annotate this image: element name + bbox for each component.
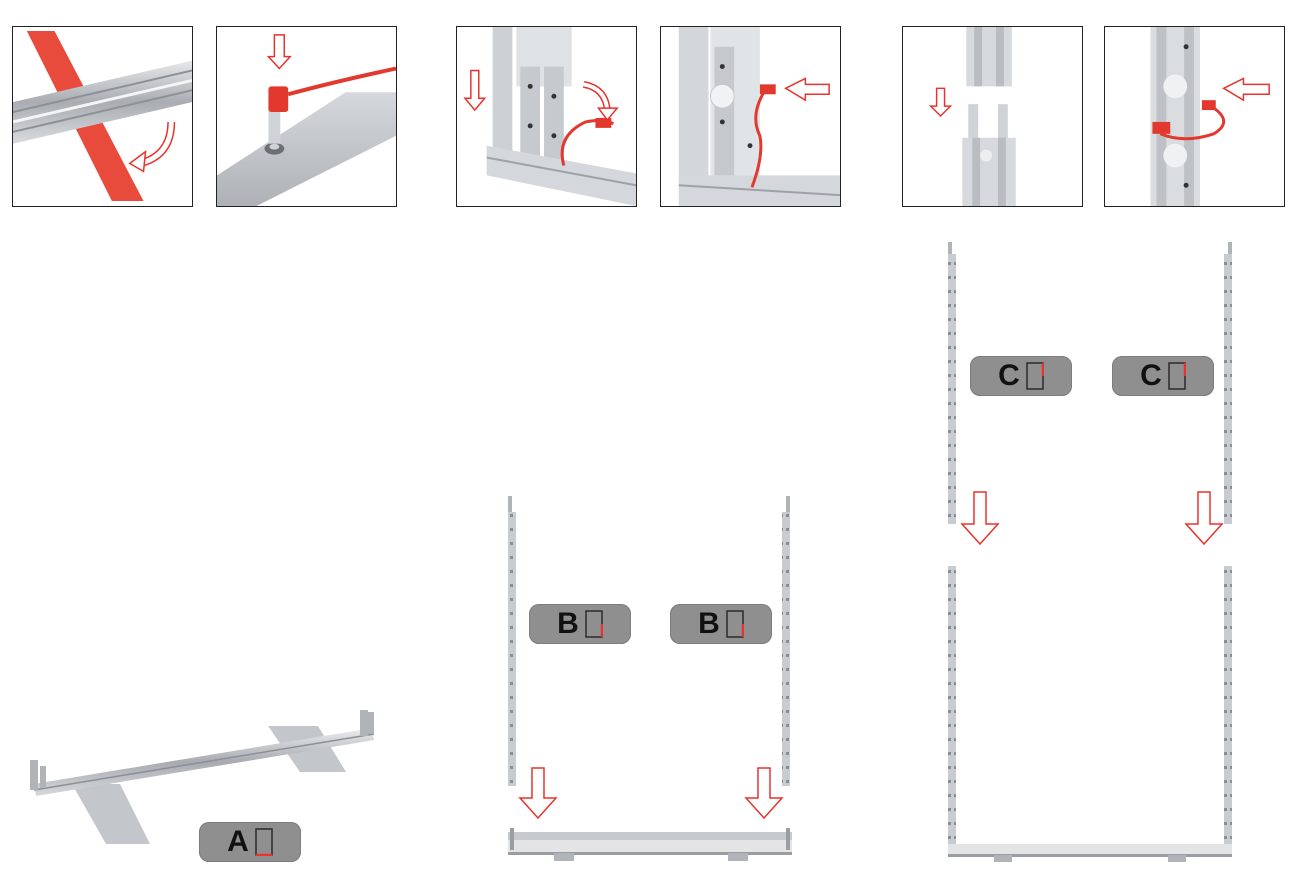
detail-panel-loop-cable [1104,26,1285,207]
loop-cable-illustration [1150,27,1270,206]
detail-panel-upright-connect [456,26,637,207]
cable-insert-illustration [678,27,840,206]
down-arrow-icon [518,491,1224,820]
plug-base-illustration [217,34,396,206]
label-c-left-text: C [998,359,1020,392]
label-c-right-text: C [1140,359,1162,392]
label-b-left-text: B [557,607,579,640]
detail-panel-upright-join [902,26,1083,207]
segment-indicator-icon [255,828,273,857]
segment-indicator-icon [585,610,604,638]
upright-connect-illustration [463,27,636,206]
base-assembly-a [30,710,375,844]
label-b-right-text: B [698,607,720,640]
detail-panel-cable-insert [660,26,841,207]
label-pill-c-left: C [970,356,1072,396]
label-a-text: A [227,825,249,858]
uprights-assembly-b [508,496,792,861]
segment-indicator-icon [1026,362,1045,390]
detail-panel-plug-base [216,26,397,207]
upright-join-illustration [928,27,1016,206]
detail-panel-strip-pad [12,26,193,207]
label-pill-c-right: C [1112,356,1214,396]
frame-assembly-c [948,242,1232,862]
segment-indicator-icon [726,610,745,638]
label-pill-b-left: B [529,604,631,644]
label-pill-a: A [199,822,301,862]
label-pill-b-right: B [670,604,772,644]
strip-pad-illustration [13,30,192,202]
segment-indicator-icon [1168,362,1187,390]
